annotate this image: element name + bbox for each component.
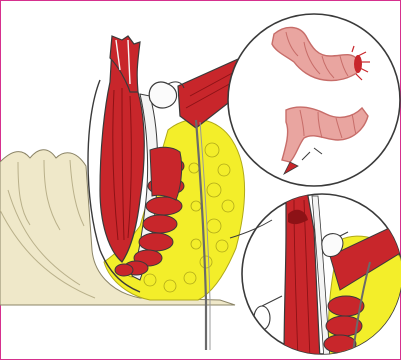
sphincter-closeup-inset xyxy=(242,188,401,360)
colon-segments-inset xyxy=(228,14,400,186)
internal-sphincter xyxy=(150,147,182,200)
